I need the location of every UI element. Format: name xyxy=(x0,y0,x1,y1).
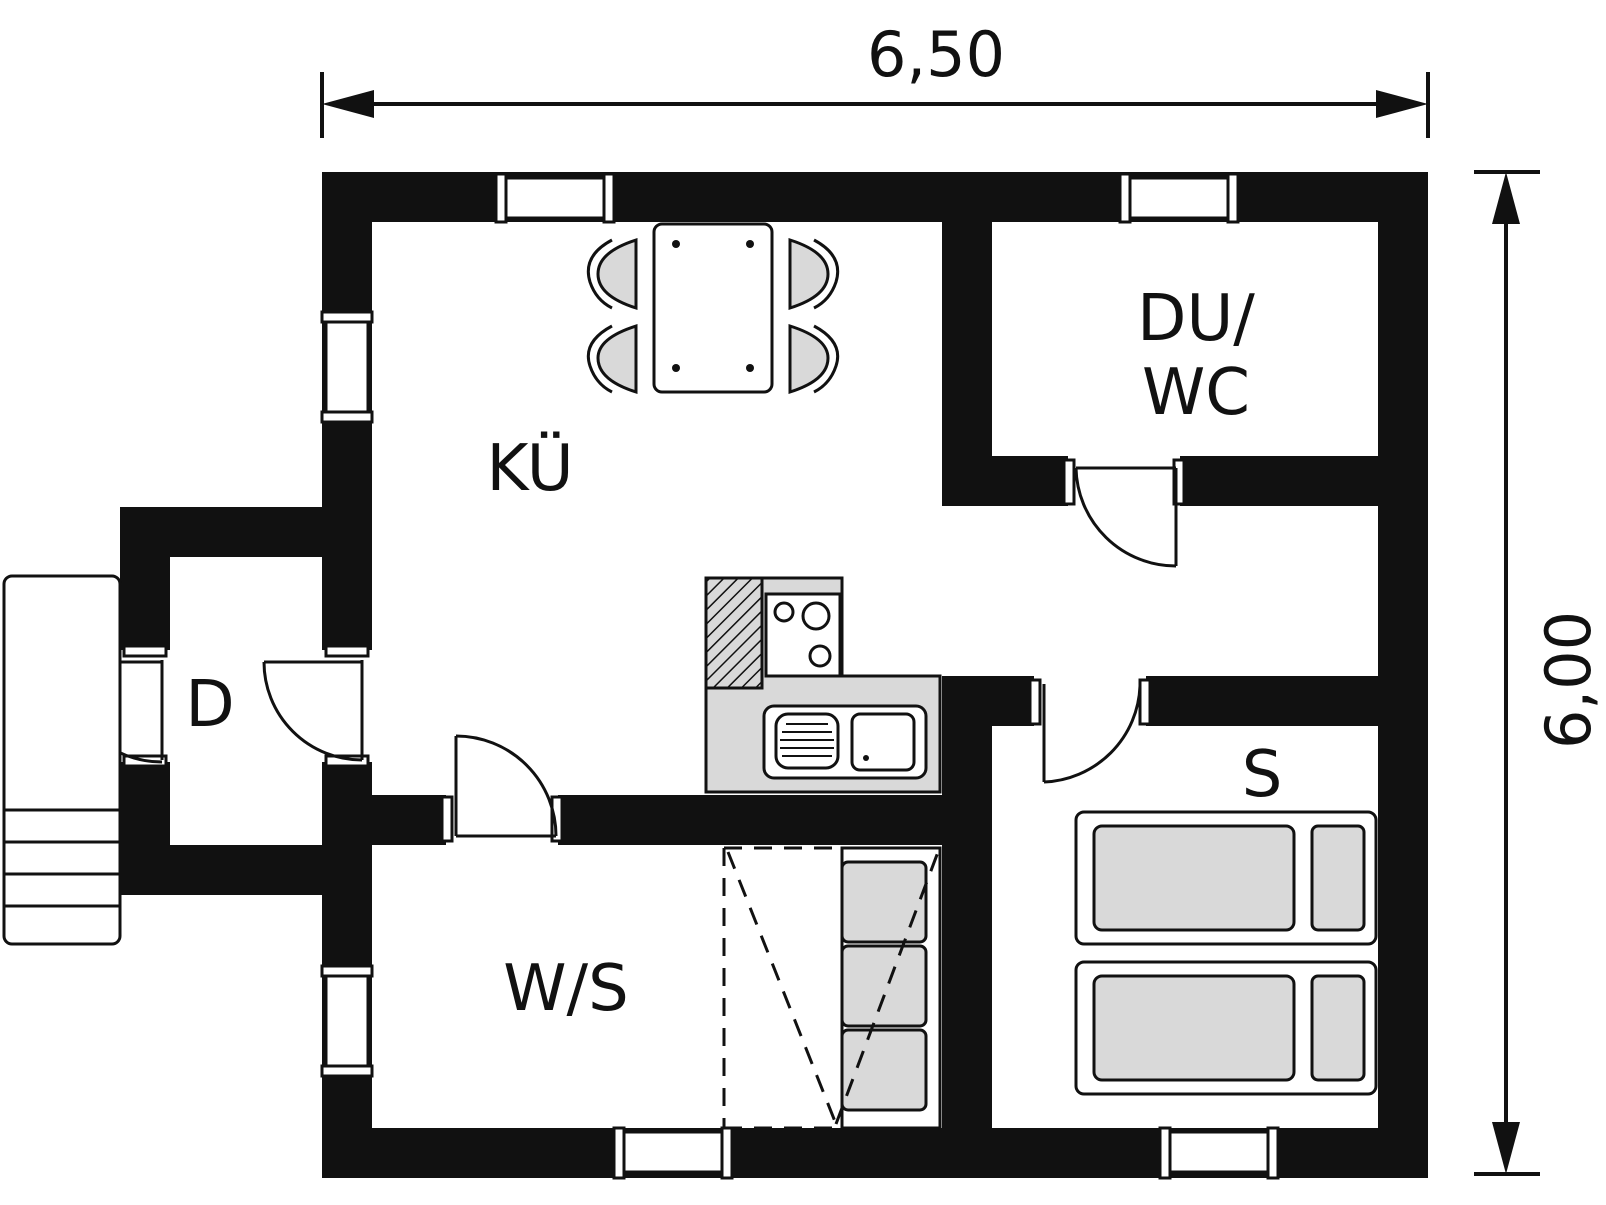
sofa-bed xyxy=(722,846,942,1130)
window-left-living xyxy=(324,964,370,1078)
room-label-shower-wc-1: DU/ xyxy=(1137,282,1255,356)
window-left-kitchen xyxy=(324,310,370,424)
doors xyxy=(60,454,1186,847)
arrow-left-icon xyxy=(322,90,374,118)
window-top-kitchen xyxy=(494,176,616,220)
windows xyxy=(320,172,1280,1180)
depth-label: 6,00 xyxy=(1532,611,1605,749)
beds xyxy=(1074,810,1378,1096)
depth-dimension xyxy=(1474,170,1540,1176)
window-top-bath xyxy=(1118,176,1240,220)
door-swing-living xyxy=(455,734,558,837)
chair-icon xyxy=(596,323,638,395)
fridge-icon xyxy=(704,576,764,690)
stairs xyxy=(2,574,122,946)
width-label: 6,50 xyxy=(867,18,1005,91)
door-swing-bedroom xyxy=(1043,685,1142,784)
kitchen-counter xyxy=(704,576,942,794)
window-bottom-bedroom xyxy=(1158,1130,1280,1174)
chair-icon xyxy=(788,323,830,395)
room-label-kitchen: KÜ xyxy=(486,431,573,506)
arrow-up-icon xyxy=(1492,172,1520,224)
dining-table xyxy=(652,222,774,394)
chair-icon xyxy=(788,237,830,311)
width-dimension xyxy=(320,72,1430,138)
door-swing-hall xyxy=(262,661,363,762)
arrow-right-icon xyxy=(1376,90,1428,118)
room-label-bedroom: S xyxy=(1242,738,1283,812)
room-label-living: W/S xyxy=(503,952,628,1026)
chair-icon xyxy=(596,237,638,311)
arrow-down-icon xyxy=(1492,1122,1520,1174)
room-label-hall: D xyxy=(185,668,234,742)
window-bottom-living xyxy=(612,1130,734,1174)
dining-set xyxy=(586,222,840,395)
door-swing-bath xyxy=(1074,467,1177,568)
room-label-shower-wc-2: WC xyxy=(1142,356,1250,430)
